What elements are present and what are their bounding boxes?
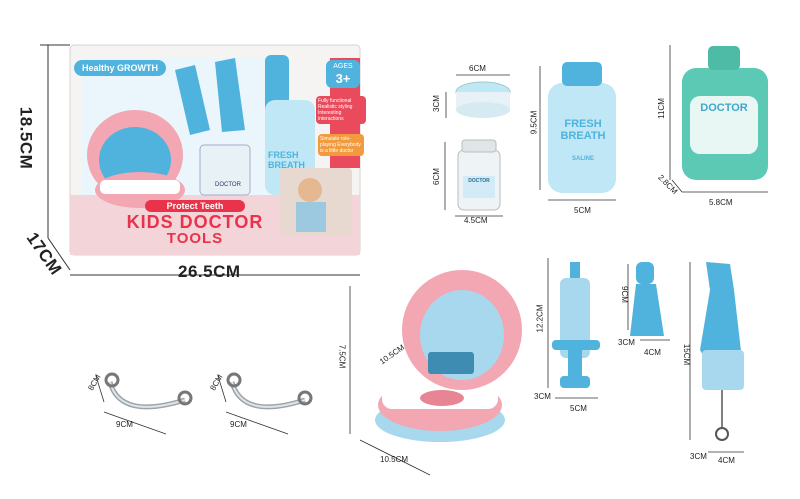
box-bottle-label: FRESH BREATH [268, 150, 305, 170]
drill-small-height-label: 9CM [619, 286, 629, 303]
brand-badge: Healthy GROWTH [74, 60, 166, 76]
braces-right-width-label: 9CM [230, 420, 247, 429]
fresh-bottle-width-label: 5CM [574, 206, 591, 215]
drill-big-height-label: 15CM [682, 343, 692, 366]
cap-height-label: 3CM [431, 95, 441, 112]
syringe-height-label: 12.2CM [535, 304, 545, 333]
box-title-line1: KIDS DOCTOR [126, 212, 264, 232]
syringe-depth-label: 3CM [534, 392, 551, 401]
feature-blurb-1: Fully functional Realistic styling Inter… [316, 96, 366, 124]
jar-label: DOCTOR [468, 178, 490, 184]
mouthwash-label: DOCTOR [700, 102, 748, 114]
box-subtitle: Protect Teeth [145, 200, 245, 212]
jar-height-label: 6CM [431, 168, 441, 185]
box-width-label: 26.5CM [178, 262, 241, 281]
age-badge-value: 3+ [335, 71, 351, 86]
fresh-bottle-height-label: 9.5CM [529, 110, 539, 135]
drill-small-width-label: 4CM [644, 348, 661, 357]
age-badge-label: AGES [333, 63, 353, 70]
box-title-line2: TOOLS [166, 230, 224, 247]
teeth-model-height-label: 7.5CM [337, 344, 347, 369]
drill-big-depth-label: 3CM [690, 452, 707, 461]
teeth-model-width-label: 10.5CM [380, 455, 409, 464]
drill-small-depth-label: 3CM [618, 338, 635, 347]
drill-big-width-label: 4CM [718, 456, 735, 465]
syringe-width-label: 5CM [570, 404, 587, 413]
age-badge: AGES 3+ [326, 60, 360, 88]
mouthwash-width-label: 5.8CM [709, 198, 733, 207]
jar-width-label: 4.5CM [464, 216, 488, 225]
fresh-bottle-line1: FRESH [564, 118, 602, 130]
box-jar-label: DOCTOR [215, 182, 241, 188]
braces-left-width-label: 9CM [116, 420, 133, 429]
fresh-bottle-sub: SALINE [571, 156, 594, 162]
feature-blurb-2: Simulate role-playing Everybody is a lit… [318, 134, 364, 156]
cap-width-label: 6CM [469, 64, 486, 73]
mouthwash-height-label: 11CM [656, 98, 666, 119]
fresh-bottle-line2: BREATH [560, 130, 606, 142]
